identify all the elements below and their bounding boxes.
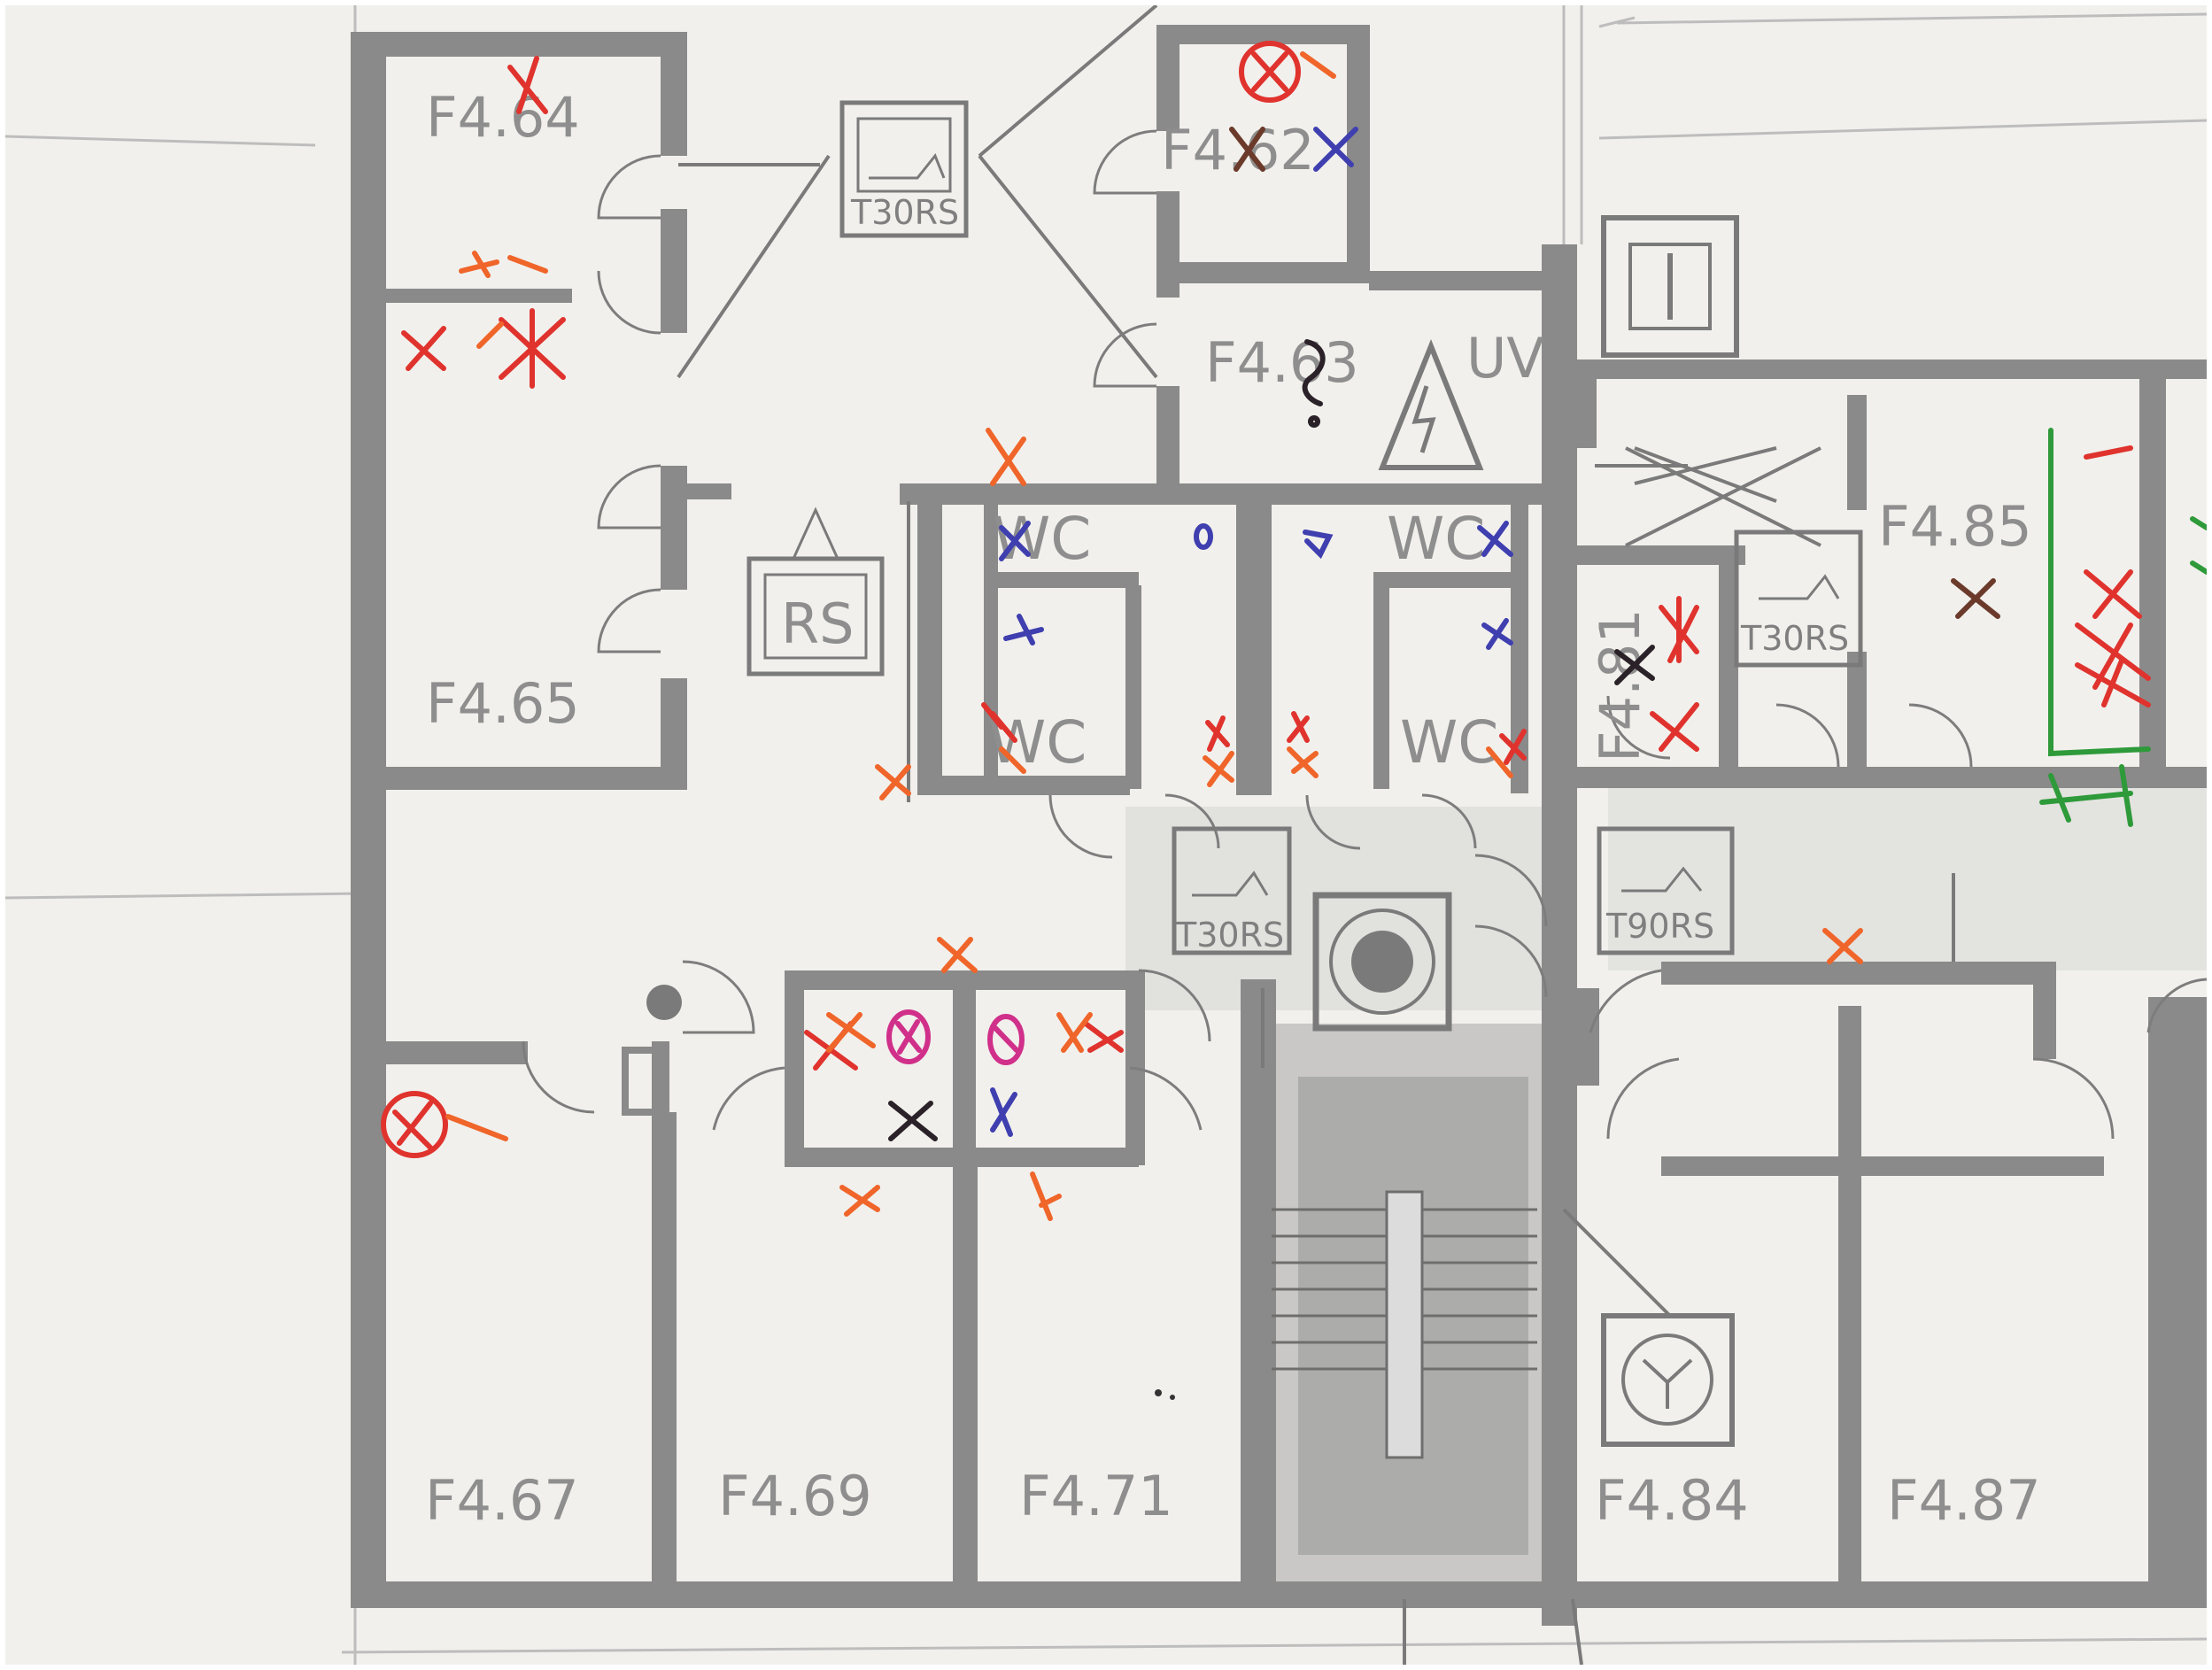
room-label-f462: F4.62 [1161,118,1315,182]
room-label-f481: F4.81 [1588,608,1652,762]
elevator-icon [1601,1313,1735,1447]
wc-label-3: WC [988,708,1087,777]
t30rs-label-3: T30RS [1175,916,1284,955]
rs-label: RS [781,591,854,656]
rs-symbol [746,506,885,677]
fire-damper-symbol-4 [1597,826,1735,955]
walls [351,25,2207,1626]
room-label-f487: F4.87 [1887,1468,2041,1533]
t90rs-label: T90RS [1605,907,1714,946]
fire-damper-symbol-3 [1172,826,1292,955]
floor-plan: F4.64 F4.65 F4.62 F4.63 F4.67 F4.69 F4.7… [5,5,2207,1665]
wc-label-1: WC [993,505,1091,573]
room-label-f467: F4.67 [425,1468,579,1533]
staircase [1272,1190,1537,1459]
wc-label-2: WC [1387,505,1485,573]
high-voltage-warning-icon [1378,338,1484,470]
room-label-f463: F4.63 [1205,330,1359,395]
wc-label-4: WC [1400,708,1498,777]
shaft-symbol [1601,215,1739,358]
column-dot [646,985,682,1020]
room-label-f464: F4.64 [426,85,580,150]
floor-plan-sheet: F4.64 F4.65 F4.62 F4.63 F4.67 F4.69 F4.7… [5,5,2207,1665]
uv-label: UV [1466,326,1544,390]
thin-lines [677,5,1955,1665]
t30rs-label-1: T30RS [850,193,959,232]
fire-damper-symbol-2 [1734,530,1863,668]
marker-annotations [381,41,2207,1400]
room-label-f471: F4.71 [1019,1464,1173,1528]
t30rs-label-2: T30RS [1740,619,1849,658]
room-label-f469: F4.69 [718,1464,872,1528]
room-label-f465: F4.65 [426,671,580,736]
fire-damper-symbol [839,100,969,238]
fan-unit-icon [1312,892,1452,1032]
room-label-f485: F4.85 [1878,494,2032,559]
room-label-f484: F4.84 [1595,1468,1749,1533]
doors [522,129,2207,1140]
